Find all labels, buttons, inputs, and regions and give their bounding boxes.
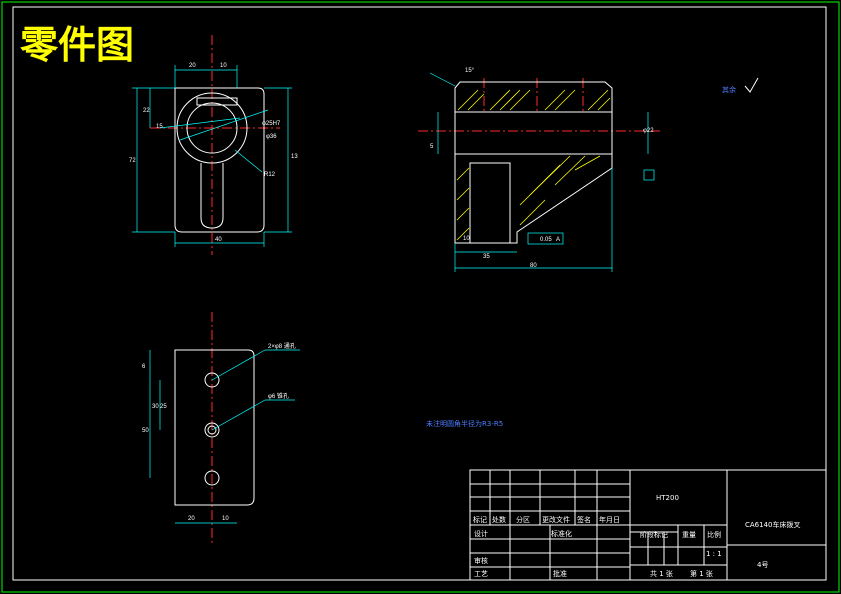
front-dim-6: 13 (291, 154, 298, 160)
section-dim-4: 10 (463, 236, 470, 242)
tb-label-3: 分区 (516, 515, 530, 524)
tb-approve: 批准 (553, 569, 567, 578)
surface-note: 其余 (722, 85, 736, 94)
bottom-dim-2: 30 (152, 404, 159, 410)
front-dim-1: 20 (189, 63, 196, 69)
front-view: 20 10 22 72 40 13 φ25H7 φ36 R12 15 (129, 35, 298, 255)
section-dim-1: 15° (465, 68, 475, 74)
front-dim-7: φ25H7 (262, 121, 281, 127)
section-dim-5: 35 (483, 254, 490, 260)
front-dim-8: φ36 (266, 134, 277, 140)
section-dim-8: A (556, 237, 560, 243)
tb-part-name: CA6140车床拨叉 (745, 520, 801, 529)
front-dim-3: 22 (143, 108, 150, 114)
section-dim-7: 0.05 (540, 237, 552, 243)
hatch-body (456, 155, 601, 241)
section-view: 15° 5 φ22 10 35 80 0.05 A 其余 (418, 68, 759, 272)
tb-drawing-no: 4号 (757, 561, 768, 569)
tb-process: 工艺 (474, 570, 488, 578)
front-dim-10: 15 (156, 124, 163, 130)
inner-frame (12, 6, 827, 581)
bottom-dim-5: 20 (188, 516, 195, 522)
tb-label-4: 更改文件 (542, 515, 570, 524)
tb-material: HT200 (656, 494, 679, 502)
technical-note: 未注明圆角半径为R3-R5 (426, 419, 503, 428)
section-dim-2: 5 (430, 144, 434, 150)
front-dim-4: 72 (129, 158, 136, 164)
tb-label-1: 标记 (473, 515, 487, 524)
bottom-dim-3: 50 (142, 428, 149, 434)
front-dim-2: 10 (220, 63, 227, 69)
tb-standardize: 标准化 (551, 529, 572, 538)
page-title: 零件图 (20, 23, 134, 67)
bottom-dim-6: 10 (222, 516, 229, 522)
bottom-callout-2: φ6 锥孔 (268, 392, 289, 400)
hatch-top (457, 89, 611, 111)
tb-sheet-no: 第 1 张 (690, 569, 713, 578)
bottom-dim-1: 6 (142, 364, 146, 370)
bottom-dim-4: 25 (160, 404, 167, 410)
bottom-view: 2×φ8 通孔 φ6 锥孔 6 30 50 25 20 10 (142, 312, 300, 545)
tb-label-5: 签名 (577, 515, 591, 524)
tb-scale: 比例 (707, 530, 721, 539)
section-dim-3: φ22 (643, 128, 654, 134)
front-dim-5: 40 (215, 237, 222, 243)
tb-sheets: 共 1 张 (650, 569, 673, 578)
section-dim-6: 80 (530, 263, 537, 269)
tb-design: 设计 (474, 529, 488, 538)
tb-label-2: 处数 (492, 515, 506, 524)
tb-stage-mark: 阶段标记 (640, 530, 668, 539)
bottom-callout-1: 2×φ8 通孔 (268, 342, 296, 350)
tb-scale-value: 1 : 1 (706, 550, 722, 558)
title-block: HT200 CA6140车床拨叉 标记 处数 分区 更改文件 签名 年月日 设计… (469, 469, 827, 581)
tb-review: 审核 (474, 556, 488, 565)
tb-weight: 重量 (682, 531, 696, 539)
front-dim-9: R12 (264, 172, 276, 178)
tb-label-6: 年月日 (599, 515, 620, 524)
